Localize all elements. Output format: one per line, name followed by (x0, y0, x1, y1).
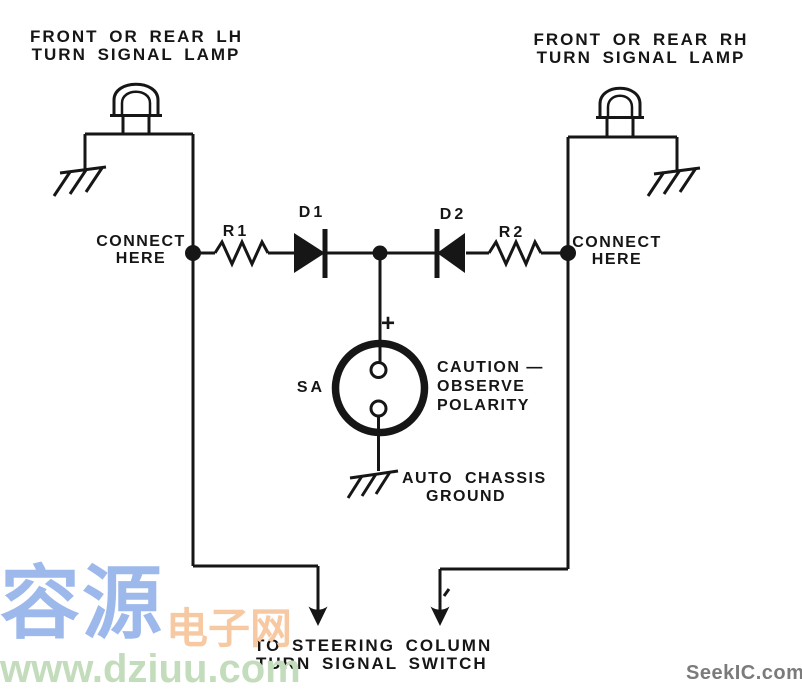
scan-speck (442, 588, 451, 597)
left-ground-symbol (52, 165, 107, 197)
resistor-r2-symbol (487, 238, 543, 268)
flasher-sa-symbol (331, 339, 429, 437)
caution-note-line1: CAUTION — (437, 359, 544, 376)
watermark-seekic: SeekIC.com (686, 662, 802, 684)
connect-here-right-label: CONNECT HERE (572, 234, 662, 268)
chassis-ground-symbol (346, 469, 399, 499)
connect-here-left-label: CONNECT HERE (94, 233, 188, 267)
diode-d1-label: D1 (298, 204, 326, 221)
diode-d2-symbol (434, 229, 465, 278)
flasher-sa-label: SA (296, 379, 326, 396)
right-ground-symbol (646, 166, 701, 197)
connect-here-left-line1: CONNECT (96, 233, 186, 250)
connect-here-left-line2: HERE (115, 250, 167, 267)
caution-note: CAUTION — OBSERVE POLARITY (437, 358, 544, 415)
resistor-r1-symbol (213, 238, 270, 268)
diode-d2-label: D2 (439, 206, 467, 223)
lamp-left-label: FRONT OR REAR LH TURN SIGNAL LAMP (30, 28, 242, 64)
diode-d1-symbol (294, 229, 328, 278)
watermark-site-name-cn: 容源 (0, 559, 164, 648)
lamp-right-label-line2: TURN SIGNAL LAMP (536, 48, 746, 67)
destination-label-line1: TO STEERING COLUMN (254, 636, 493, 655)
right-lamp-symbol (596, 86, 644, 137)
lamp-right-label: FRONT OR REAR RH TURN SIGNAL LAMP (532, 31, 750, 67)
destination-label-line2: TURN SIGNAL SWITCH (256, 654, 488, 673)
connect-here-right-line1: CONNECT (572, 234, 662, 251)
left-lamp-symbol (110, 82, 162, 134)
arrowheads (308, 606, 450, 626)
caution-note-line3: POLARITY (437, 397, 530, 414)
lamp-right-label-line1: FRONT OR REAR RH (533, 30, 749, 49)
resistor-r2-label: R2 (498, 224, 526, 241)
junction-dots (185, 245, 576, 261)
caution-note-line2: OBSERVE (437, 378, 526, 395)
resistor-r1-label: R1 (222, 223, 250, 240)
watermark-site-url: www.dziuu.com (0, 647, 301, 691)
lamp-left-label-line2: TURN SIGNAL LAMP (31, 45, 241, 64)
chassis-ground-label-line2: GROUND (426, 488, 507, 505)
connect-here-right-line2: HERE (591, 251, 643, 268)
watermark-site-suffix-cn: 电子网 (166, 605, 293, 652)
polarity-plus-mark: + (381, 310, 396, 337)
lamp-left-label-line1: FRONT OR REAR LH (30, 27, 244, 46)
chassis-ground-label-line1: AUTO CHASSIS (402, 470, 547, 487)
